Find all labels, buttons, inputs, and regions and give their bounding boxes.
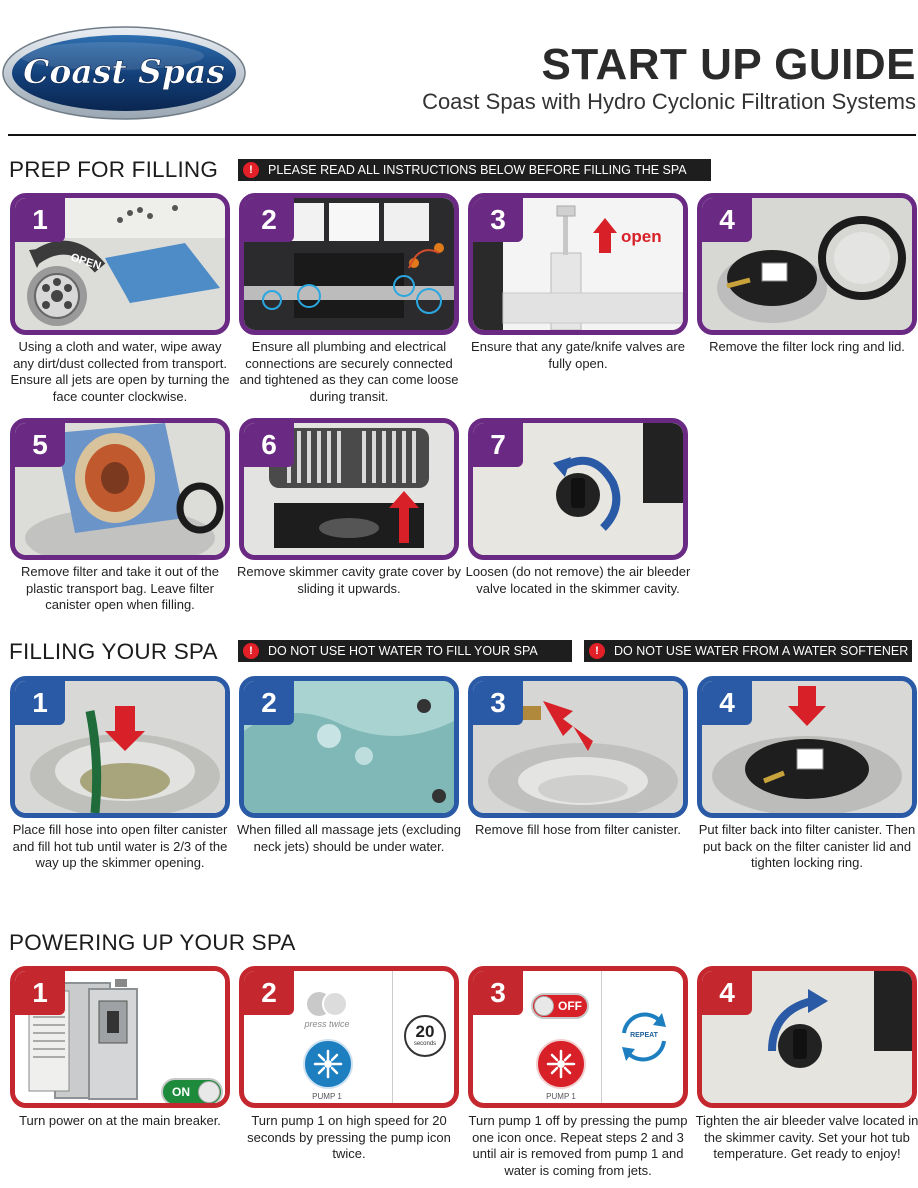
filling-warning-banner-1: ! DO NOT USE HOT WATER TO FILL YOUR SPA [238,640,572,662]
step-number: 3 [473,971,523,1015]
power-on-toggle: ON [161,1078,223,1103]
fill-step-2-card: 2 [239,676,459,818]
coast-spas-logo: Coast Spas [2,26,246,120]
page-title: START UP GUIDE [541,40,916,89]
power-step-1-caption: Turn power on at the main breaker. [19,1113,221,1128]
power-step-3-card: 3 OFF PUMP 1 REPEAT [468,966,688,1108]
prep-step-6-photo [244,423,454,555]
step-number: 6 [244,423,294,467]
fill-step-2-photo [244,681,454,813]
panel-divider [601,971,602,1103]
prep-step-2-caption: Ensure all plumbing and electrical conne… [239,339,459,404]
step-number: 4 [702,198,752,242]
prep-warning-text: PLEASE READ ALL INSTRUCTIONS BELOW BEFOR… [268,163,687,177]
toggle-knob [198,1081,220,1103]
step-number: 4 [702,971,752,1015]
prep-step-3-card: 3 open [468,193,688,335]
power-step-1-card: 1 ON [10,966,230,1108]
fill-step-3-card: 3 [468,676,688,818]
step-number: 2 [244,971,294,1015]
step-number: 3 [473,681,523,725]
power-step-4-card: 4 [697,966,917,1108]
pump-icon[interactable] [536,1039,586,1089]
filling-section-title: FILLING YOUR SPA [9,639,218,664]
prep-step-3-photo: open [473,198,683,330]
fill-step-4-caption: Put filter back into filter canister. Th… [698,822,916,870]
toggle-knob [534,996,554,1016]
header-divider [8,134,916,136]
prep-step-1-card: 1 OPEN [10,193,230,335]
step-number: 1 [15,681,65,725]
step-number: 3 [473,198,523,242]
fill-step-1-caption: Place fill hose into open filter caniste… [12,822,228,870]
prep-step-4-card: 4 [697,193,917,335]
prep-step-5-caption: Remove filter and take it out of the pla… [21,564,219,612]
fill-step-1-card: 1 [10,676,230,818]
prep-warning-banner: ! PLEASE READ ALL INSTRUCTIONS BELOW BEF… [238,159,711,181]
warning-icon: ! [243,162,259,178]
double-press-icon [304,991,350,1017]
timer-value: 20 [415,1022,435,1041]
step-number: 1 [15,971,65,1015]
fill-step-1-photo [15,681,225,813]
fill-step-2-caption: When filled all massage jets (excluding … [237,822,461,854]
prep-step-4-caption: Remove the filter lock ring and lid. [709,339,905,354]
prep-step-7-card: 7 [468,418,688,560]
power-step-2-card: 2 press twice PUMP 1 20 seconds [239,966,459,1108]
step-number: 2 [244,681,294,725]
prep-step-3-caption: Ensure that any gate/knife valves are fu… [471,339,685,371]
filling-warning-text-2: DO NOT USE WATER FROM A WATER SOFTENER [614,644,909,658]
open-label: open [621,227,662,246]
prep-step-7-caption: Loosen (do not remove) the air bleeder v… [465,564,691,596]
filling-warning-text-1: DO NOT USE HOT WATER TO FILL YOUR SPA [268,644,538,658]
logo-text: Coast Spas [23,52,225,91]
power-step-2-caption: Turn pump 1 on high speed for 20 seconds… [247,1113,451,1161]
fill-step-3-caption: Remove fill hose from filter canister. [475,822,681,837]
timer-unit: seconds [413,1041,437,1047]
power-off-toggle: OFF [531,993,589,1019]
toggle-label: ON [172,1085,190,1099]
power-section-title: POWERING UP YOUR SPA [9,930,296,955]
pump-label: PUMP 1 [546,1092,576,1101]
prep-step-1-caption: Using a cloth and water, wipe away any d… [10,339,230,404]
power-step-4-caption: Tighten the air bleeder valve located in… [695,1113,918,1161]
fill-step-4-card: 4 [697,676,917,818]
prep-section-title: PREP FOR FILLING [9,157,219,182]
panel-divider [392,971,393,1103]
pump-icon[interactable] [303,1039,353,1089]
prep-step-6-card: 6 [239,418,459,560]
pump-label: PUMP 1 [312,1092,342,1101]
filling-warning-banner-2: ! DO NOT USE WATER FROM A WATER SOFTENER [584,640,912,662]
step-number: 2 [244,198,294,242]
warning-icon: ! [589,643,605,659]
toggle-label: OFF [558,999,582,1013]
step-number: 7 [473,423,523,467]
step-number: 4 [702,681,752,725]
prep-step-6-caption: Remove skimmer cavity grate cover by sli… [237,564,461,596]
repeat-label: REPEAT [630,1032,658,1039]
prep-step-2-card: 2 [239,193,459,335]
timer-icon: 20 seconds [404,1015,446,1057]
press-twice-label: press twice [304,1019,350,1029]
page-subtitle: Coast Spas with Hydro Cyclonic Filtratio… [422,89,916,114]
warning-icon: ! [243,643,259,659]
step-number: 5 [15,423,65,467]
power-step-3-caption: Turn pump 1 off by pressing the pump one… [468,1113,688,1178]
step-number: 1 [15,198,65,242]
repeat-icon: REPEAT [616,1009,672,1065]
prep-step-5-card: 5 [10,418,230,560]
